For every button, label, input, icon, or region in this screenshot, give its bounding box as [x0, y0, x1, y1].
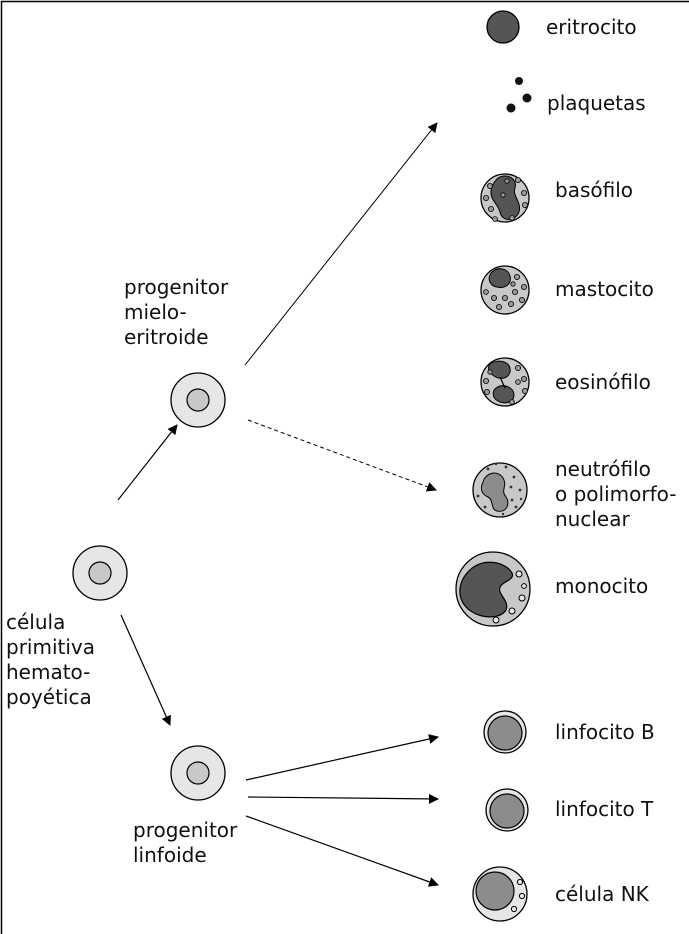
label-line: monocito	[555, 574, 648, 599]
nk-cell	[473, 867, 527, 921]
arrows	[118, 123, 438, 885]
platelets	[507, 77, 532, 113]
label-b-lymphocyte: linfocito B	[555, 720, 655, 745]
label-line: nuclear	[555, 507, 676, 532]
label-line: eritrocito	[546, 15, 637, 40]
label-t-lymphocyte: linfocito T	[555, 797, 653, 822]
label-line: basófilo	[555, 178, 633, 203]
hsc-cell	[73, 546, 127, 600]
arrow-hsc-to-myeloid	[118, 425, 177, 500]
arrow-lymphoid-to-nk	[246, 816, 438, 885]
arrow-lymphoid-to-t	[248, 797, 438, 799]
label-line: mielo-	[124, 300, 228, 325]
label-line: primitiva	[6, 635, 95, 660]
label-nk-cell: célula NK	[555, 882, 649, 907]
label-line: neutrófilo	[555, 457, 676, 482]
label-mast-cell: mastocito	[555, 277, 654, 302]
basophil-cell	[481, 174, 529, 222]
label-lymphoid-progenitor: progenitor linfoide	[133, 818, 237, 868]
label-line: eritroide	[124, 325, 228, 350]
eosinophil-cell	[481, 358, 529, 406]
label-line: célula	[6, 610, 95, 635]
label-line: hemato-	[6, 660, 95, 685]
label-line: linfoide	[133, 843, 237, 868]
label-line: linfocito T	[555, 797, 653, 822]
label-line: poyética	[6, 685, 95, 710]
label-line: mastocito	[555, 277, 654, 302]
myeloid-progenitor-cell	[171, 373, 225, 427]
label-line: linfocito B	[555, 720, 655, 745]
label-hsc: célula primitiva hemato- poyética	[6, 610, 95, 710]
label-line: o polimorfo-	[555, 482, 676, 507]
t-lymphocyte-cell	[486, 789, 528, 831]
mast-cell	[481, 266, 529, 314]
label-platelets: plaquetas	[547, 91, 646, 116]
arrow-hsc-to-lymphoid	[121, 615, 170, 725]
label-line: progenitor	[124, 275, 228, 300]
label-eosinophil: eosinófilo	[555, 370, 651, 395]
label-erythrocyte: eritrocito	[546, 15, 637, 40]
neutrophil-cell	[473, 463, 527, 517]
lymphoid-progenitor-cell	[171, 746, 225, 800]
label-neutrophil: neutrófilo o polimorfo- nuclear	[555, 457, 676, 532]
label-line: progenitor	[133, 818, 237, 843]
label-line: plaquetas	[547, 91, 646, 116]
label-basophil: basófilo	[555, 178, 633, 203]
monocyte-cell	[456, 552, 530, 626]
label-line: eosinófilo	[555, 370, 651, 395]
arrow-lymphoid-to-b	[246, 737, 438, 780]
b-lymphocyte-cell	[484, 711, 526, 753]
label-monocyte: monocito	[555, 574, 648, 599]
erythrocyte-cell	[487, 11, 519, 43]
label-myeloid-progenitor: progenitor mielo- eritroide	[124, 275, 228, 350]
label-line: célula NK	[555, 882, 649, 907]
arrow-myeloid-to-top	[245, 123, 437, 365]
arrow-myeloid-to-neutrophil	[248, 420, 436, 490]
